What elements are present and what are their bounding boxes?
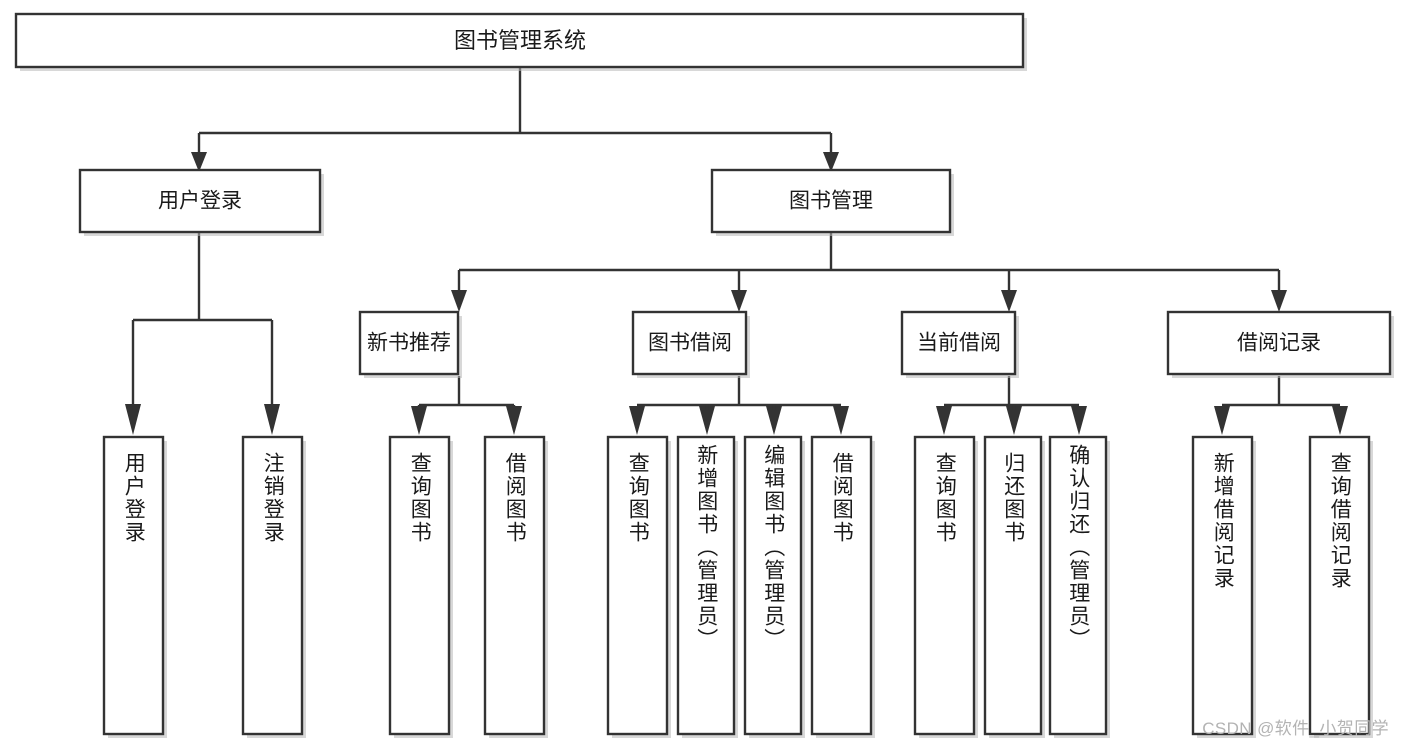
node-user-login[interactable]: 用户登录 [78,168,324,236]
node-root[interactable]: 图书管理系统 [14,12,1027,71]
node-leaf-add-book[interactable]: 新增图书（管理员） [676,435,738,738]
arrow-head-query-record [1332,406,1348,435]
arrow-head-book-manage [823,152,839,172]
node-leaf-return-book[interactable]: 归还图书 [983,435,1045,738]
node-leaf-borrow-book-2[interactable]: 借阅图书 [810,435,875,738]
node-leaf-query-record[interactable]: 查询借阅记录 [1308,435,1373,738]
arrow-head-current-borrow [1001,290,1017,312]
leaf-label-borrow-book-1: 借阅图书 [503,452,527,544]
arrow-head-user-login [191,152,207,172]
arrow-head-new-book-rec [451,290,467,312]
node-user-login-label: 用户登录 [158,190,242,213]
node-leaf-logout-login[interactable]: 注销登录 [241,435,306,738]
leaf-label-query-book-3: 查询图书 [933,452,957,544]
node-borrow-record-label: 借阅记录 [1237,332,1321,355]
arrow-head-query-book-3 [936,406,952,435]
node-current-borrow[interactable]: 当前借阅 [900,310,1019,378]
node-new-book-rec[interactable]: 新书推荐 [358,310,462,378]
arrow-head-borrow-record [1271,290,1287,312]
node-new-book-rec-label: 新书推荐 [367,332,451,355]
node-book-borrow[interactable]: 图书借阅 [631,310,750,378]
arrow-head-book-borrow [731,290,747,312]
node-leaf-borrow-book-1[interactable]: 借阅图书 [483,435,548,738]
leaf-label-user-login: 用户登录 [122,452,146,544]
leaf-label-add-book: 新增图书（管理员） [694,444,718,651]
leaf-label-edit-book: 编辑图书（管理员） [761,444,785,651]
node-leaf-user-login[interactable]: 用户登录 [102,435,167,738]
leaf-label-query-record: 查询借阅记录 [1328,452,1352,590]
node-leaf-confirm-return[interactable]: 确认归还（管理员） [1048,435,1110,738]
node-current-borrow-label: 当前借阅 [917,332,1001,355]
node-leaf-edit-book[interactable]: 编辑图书（管理员） [743,435,805,738]
arrow-head-leaf-logout [264,404,280,435]
leaf-label-query-book-2: 查询图书 [626,452,650,544]
leaf-label-borrow-book-2: 借阅图书 [830,452,854,544]
leaf-label-query-book-1: 查询图书 [408,452,432,544]
leaf-label-confirm-return: 确认归还（管理员） [1066,444,1090,651]
arrow-head-leaf-user-login [125,404,141,435]
arrow-head-add-book [699,406,715,435]
arrow-head-query-book-2 [629,406,645,435]
node-leaf-add-record[interactable]: 新增借阅记录 [1191,435,1256,738]
arrow-head-query-book-1 [411,406,427,435]
arrow-head-borrow-book-1 [506,406,522,435]
node-book-manage-label: 图书管理 [789,190,873,213]
node-book-manage[interactable]: 图书管理 [710,168,954,236]
node-book-borrow-label: 图书借阅 [648,332,732,355]
arrow-head-borrow-book-2 [833,406,849,435]
arrow-head-edit-book [766,406,782,435]
node-root-label: 图书管理系统 [454,28,586,53]
node-leaf-query-book-1[interactable]: 查询图书 [388,435,453,738]
node-borrow-record[interactable]: 借阅记录 [1166,310,1394,378]
node-leaf-query-book-2[interactable]: 查询图书 [606,435,671,738]
node-leaf-query-book-3[interactable]: 查询图书 [913,435,978,738]
leaf-label-return-book: 归还图书 [1001,452,1025,544]
arrow-head-confirm-return [1071,406,1087,435]
arrow-head-return-book [1006,406,1022,435]
leaf-label-logout-login: 注销登录 [261,452,285,544]
leaf-label-add-record: 新增借阅记录 [1211,452,1235,590]
arrow-head-add-record [1214,406,1230,435]
